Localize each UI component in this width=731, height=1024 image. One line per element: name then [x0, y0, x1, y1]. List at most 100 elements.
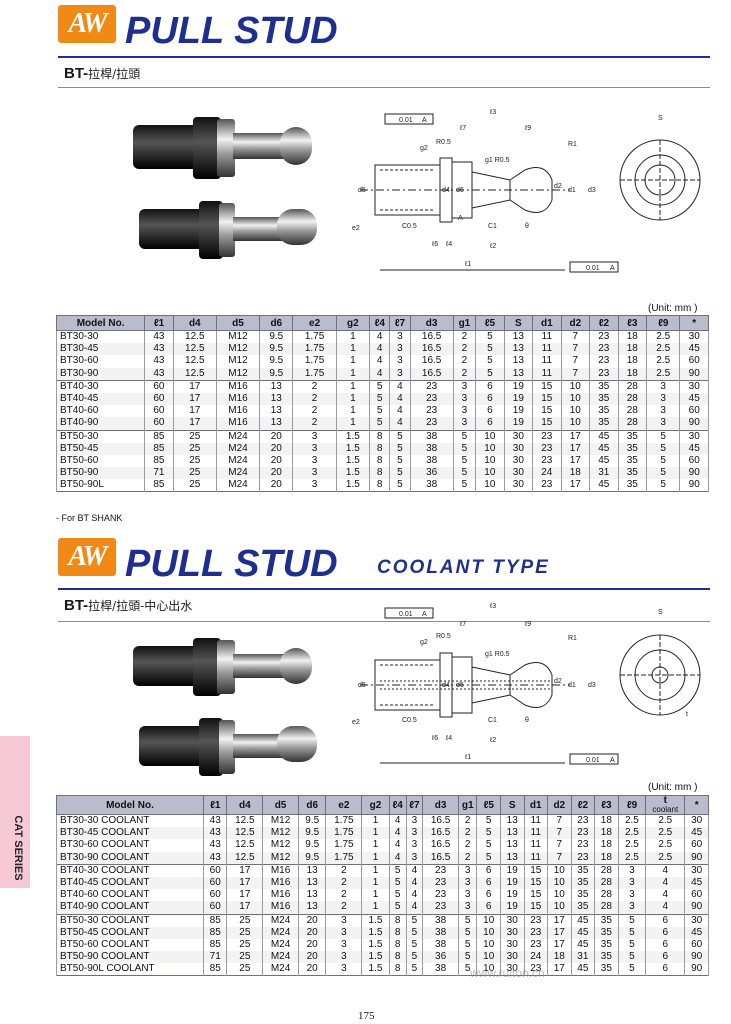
diagram-label: ℓ2 [489, 737, 496, 744]
table-cell: 5 [389, 479, 411, 492]
table-cell: 7 [560, 355, 591, 368]
table-cell: 28 [617, 392, 648, 406]
table-cell: M12 [262, 851, 299, 865]
table-cell: 20 [297, 938, 327, 952]
table-cell: 17 [560, 454, 591, 468]
table-cell: 30 [499, 913, 525, 927]
table-cell: 13 [503, 330, 534, 344]
diagram-label: R0.5 [436, 139, 451, 146]
table-cell: 90 [684, 963, 709, 976]
table-cell: 2 [325, 876, 363, 890]
table-cell: 10 [476, 926, 501, 939]
diagram-label: d5 [358, 187, 366, 194]
column-header: * [684, 795, 709, 815]
table-cell: 2.5 [617, 814, 647, 828]
table-cell: 23 [570, 827, 596, 840]
diagram-label: R0.5 [436, 633, 451, 640]
table-cell: 1 [361, 814, 390, 828]
table-cell: 28 [617, 417, 648, 430]
section-rule [58, 87, 710, 88]
table-cell: 38 [422, 938, 459, 952]
table-cell: 4 [405, 889, 424, 902]
table-cell: 7 [547, 827, 572, 840]
diagram-label: d4 [442, 682, 450, 689]
table-cell: 1.5 [335, 454, 371, 468]
column-header: ℓ9 [617, 795, 647, 815]
table-cell: 4 [369, 330, 391, 344]
table-cell: 6 [645, 963, 686, 976]
table-cell: 45 [684, 827, 709, 840]
table-cell: 2.5 [646, 355, 681, 368]
table-cell: 5 [646, 454, 681, 468]
column-header-t: t [663, 795, 667, 806]
table-cell: 35 [570, 901, 596, 914]
table-cell: 2 [325, 901, 363, 914]
table-cell: 3 [325, 938, 363, 952]
table-cell: 1 [361, 876, 390, 890]
product-photo [133, 117, 317, 259]
diagram-label: d6 [456, 187, 464, 194]
diagram-label: g1 R0.5 [485, 651, 510, 658]
table-cell: 1.75 [325, 851, 363, 865]
table-cell: 15 [532, 417, 562, 430]
table-cell: 25 [172, 429, 217, 443]
table-cell: 45 [589, 479, 619, 492]
table-cell: M16 [262, 889, 299, 902]
table-cell: 5 [646, 442, 681, 455]
table-cell: 4 [388, 851, 407, 865]
diagram-label: A [422, 611, 427, 618]
table-cell: 5 [369, 405, 391, 418]
table-cell: 7 [547, 851, 572, 865]
table-cell: 25 [172, 479, 217, 492]
table-cell: 28 [594, 876, 619, 890]
table-cell: 5 [452, 467, 477, 480]
table-cell: M16 [215, 379, 261, 393]
column-header: d4 [172, 315, 217, 331]
table-cell: 30 [503, 454, 534, 468]
table-cell: 23 [523, 926, 549, 939]
table-cell: 1.75 [325, 827, 363, 840]
table-cell: 35 [570, 876, 596, 890]
table-cell: 17 [560, 429, 591, 443]
table-cell: 10 [476, 938, 501, 952]
table-cell: 31 [589, 467, 619, 480]
table-cell: 5 [369, 392, 391, 406]
table-cell: 3 [292, 479, 337, 492]
table-cell: 20 [297, 963, 327, 976]
table-cell: 5 [388, 876, 407, 890]
table-cell: 38 [409, 454, 454, 468]
table-cell: 3 [405, 827, 424, 840]
table-cell: M16 [215, 417, 261, 430]
table-cell: 30 [503, 479, 534, 492]
table-cell: M24 [215, 467, 261, 480]
table-cell: 5 [457, 938, 478, 952]
table-cell: 15 [523, 863, 549, 877]
table-cell: 19 [499, 876, 525, 890]
table-cell: 25 [226, 951, 264, 964]
diagram-label: ℓ7 [459, 125, 466, 132]
table-cell: 5 [388, 863, 407, 877]
table-cell: 90 [684, 901, 709, 914]
table-cell: 13 [499, 839, 525, 852]
table-cell: 23 [570, 814, 596, 828]
table-cell: 19 [503, 417, 534, 430]
table-cell: 6 [475, 392, 505, 406]
diagram-label: d1 [568, 187, 576, 194]
table-cell: 17 [172, 392, 217, 406]
table-cell: 8 [388, 913, 407, 927]
table-cell: 5 [388, 889, 407, 902]
diagram-label: g2 [420, 639, 428, 646]
table-cell: 5 [617, 926, 647, 939]
table-cell: 18 [617, 355, 648, 368]
table-cell: 5 [476, 814, 501, 828]
table-cell: 20 [297, 913, 327, 927]
table-cell: 35 [589, 417, 619, 430]
table-cell: 5 [457, 926, 478, 939]
table-cell: 12.5 [226, 827, 264, 840]
table-cell: 90 [679, 479, 709, 492]
table-cell: 4 [405, 876, 424, 890]
table-cell: 38 [422, 913, 459, 927]
